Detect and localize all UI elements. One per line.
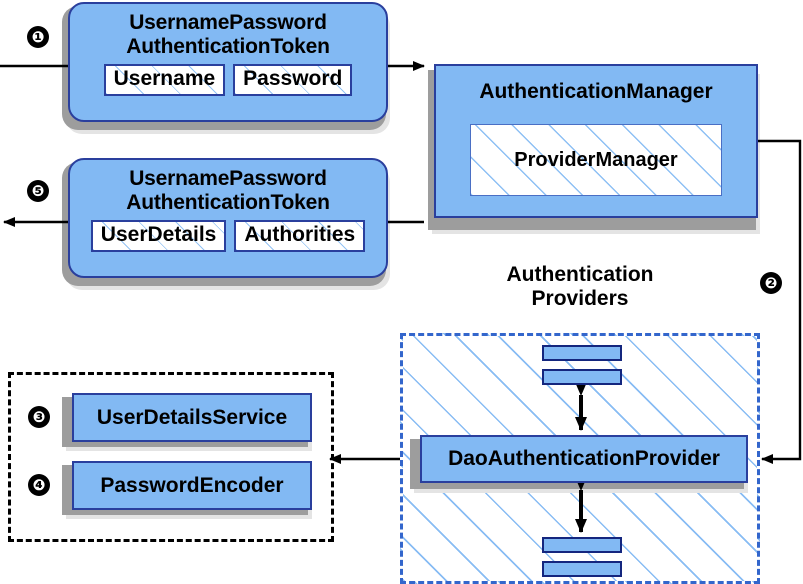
- authentication-manager-title: AuthenticationManager: [479, 80, 713, 103]
- request-token-title-line1: UsernamePassword: [129, 11, 327, 34]
- dao-authentication-provider-label: DaoAuthenticationProvider: [448, 447, 720, 471]
- provider-manager-label: ProviderManager: [514, 148, 678, 171]
- request-token-fields: Username Password: [70, 64, 386, 96]
- authorities-field[interactable]: Authorities: [234, 220, 366, 252]
- step-marker-3: ❸: [28, 406, 50, 428]
- step-marker-4: ❹: [28, 474, 50, 496]
- authentication-providers-title: Authentication Providers: [455, 263, 705, 311]
- authentication-providers-title-line1: Authentication: [506, 263, 654, 286]
- user-details-service-node[interactable]: UserDetailsService: [72, 393, 312, 442]
- provider-stub-top-1: [542, 345, 622, 361]
- username-field[interactable]: Username: [103, 64, 226, 96]
- password-encoder-label: PasswordEncoder: [100, 473, 284, 497]
- step-marker-1: ❶: [27, 26, 49, 48]
- provider-stub-top-2: [542, 369, 622, 385]
- wire-manager-to-provider: [758, 139, 802, 464]
- response-token-title-line2: AuthenticationToken: [126, 190, 330, 214]
- provider-stub-bottom-1: [542, 537, 622, 553]
- dao-authentication-provider-node[interactable]: DaoAuthenticationProvider: [420, 435, 748, 483]
- request-token-node[interactable]: UsernamePassword AuthenticationToken Use…: [68, 2, 388, 122]
- authentication-manager-node[interactable]: AuthenticationManager ProviderManager: [434, 64, 758, 218]
- step-marker-2: ❷: [760, 272, 782, 294]
- response-token-fields: UserDetails Authorities: [70, 220, 386, 252]
- password-encoder-node[interactable]: PasswordEncoder: [72, 461, 312, 510]
- password-field[interactable]: Password: [233, 64, 353, 96]
- provider-manager-node[interactable]: ProviderManager: [470, 124, 722, 196]
- user-details-field[interactable]: UserDetails: [90, 220, 227, 252]
- request-token-title-line2: AuthenticationToken: [126, 34, 330, 58]
- response-token-node[interactable]: UsernamePassword AuthenticationToken Use…: [68, 158, 388, 278]
- provider-stub-bottom-2: [542, 561, 622, 577]
- authentication-providers-title-line2: Providers: [531, 287, 629, 311]
- response-token-title-line1: UsernamePassword: [129, 167, 327, 190]
- step-marker-5: ❺: [27, 180, 49, 202]
- user-details-service-label: UserDetailsService: [96, 405, 288, 429]
